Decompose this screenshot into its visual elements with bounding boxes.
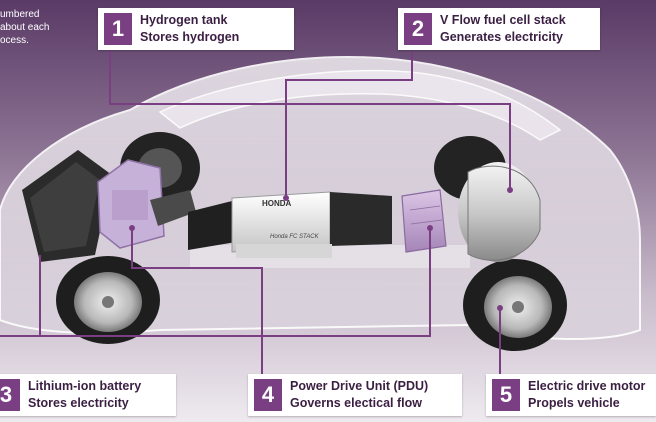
stack-brand-label: HONDA [262, 199, 292, 208]
lithium-ion-battery-unit [22, 150, 112, 262]
leader-line-1 [109, 50, 511, 190]
callout-electric-drive-motor: 5 Electric drive motor Propels vehicle [486, 374, 656, 416]
callout-title: Hydrogen tank [140, 13, 228, 27]
callout-description: Propels vehicle [528, 396, 620, 410]
intro-text: umbered about each ocess. [0, 0, 80, 62]
fuel-cell-stack: HONDA Honda FC STACK [188, 191, 392, 258]
callout-fuel-cell-stack: 2 V Flow fuel cell stack Generates elect… [398, 8, 600, 50]
front-tire-left [56, 256, 160, 344]
callout-description: Stores electricity [28, 396, 129, 410]
callout-title: Lithium-ion battery [28, 379, 142, 393]
battery-pack [401, 189, 447, 253]
callout-title: Power Drive Unit (PDU) [290, 379, 429, 393]
callout-title: V Flow fuel cell stack [440, 13, 566, 27]
callout-number: 2 [404, 13, 432, 45]
callout-number: 1 [104, 13, 132, 45]
callout-number: 4 [254, 379, 282, 411]
callout-description: Governs electical flow [290, 396, 422, 410]
callout-number: 5 [492, 379, 520, 411]
stack-model-label: Honda FC STACK [270, 234, 320, 240]
callout-power-drive-unit: 4 Power Drive Unit (PDU) Governs electic… [248, 374, 462, 416]
callout-title: Electric drive motor [528, 379, 646, 393]
leader-lines [0, 50, 511, 374]
leader-dots [129, 187, 513, 311]
leader-line-2 [285, 50, 413, 198]
intro-line-1: umbered [0, 9, 40, 20]
callout-description: Stores hydrogen [140, 30, 240, 44]
rear-tire-right [463, 259, 567, 351]
callout-description: Generates electricity [440, 30, 563, 44]
intro-line-2: about each [0, 22, 50, 33]
leader-line-3 [0, 228, 431, 337]
intro-line-3: ocess. [0, 35, 29, 46]
hydrogen-tank [458, 162, 541, 262]
callout-number: 3 [0, 379, 20, 411]
car-cutaway-diagram: HONDA Honda FC STACK [0, 50, 641, 374]
callout-lithium-ion-battery: 3 Lithium-ion battery Stores electricity [0, 374, 176, 416]
callout-hydrogen-tank: 1 Hydrogen tank Stores hydrogen [98, 8, 294, 50]
power-drive-unit [97, 159, 196, 249]
leader-line-4 [131, 228, 263, 374]
